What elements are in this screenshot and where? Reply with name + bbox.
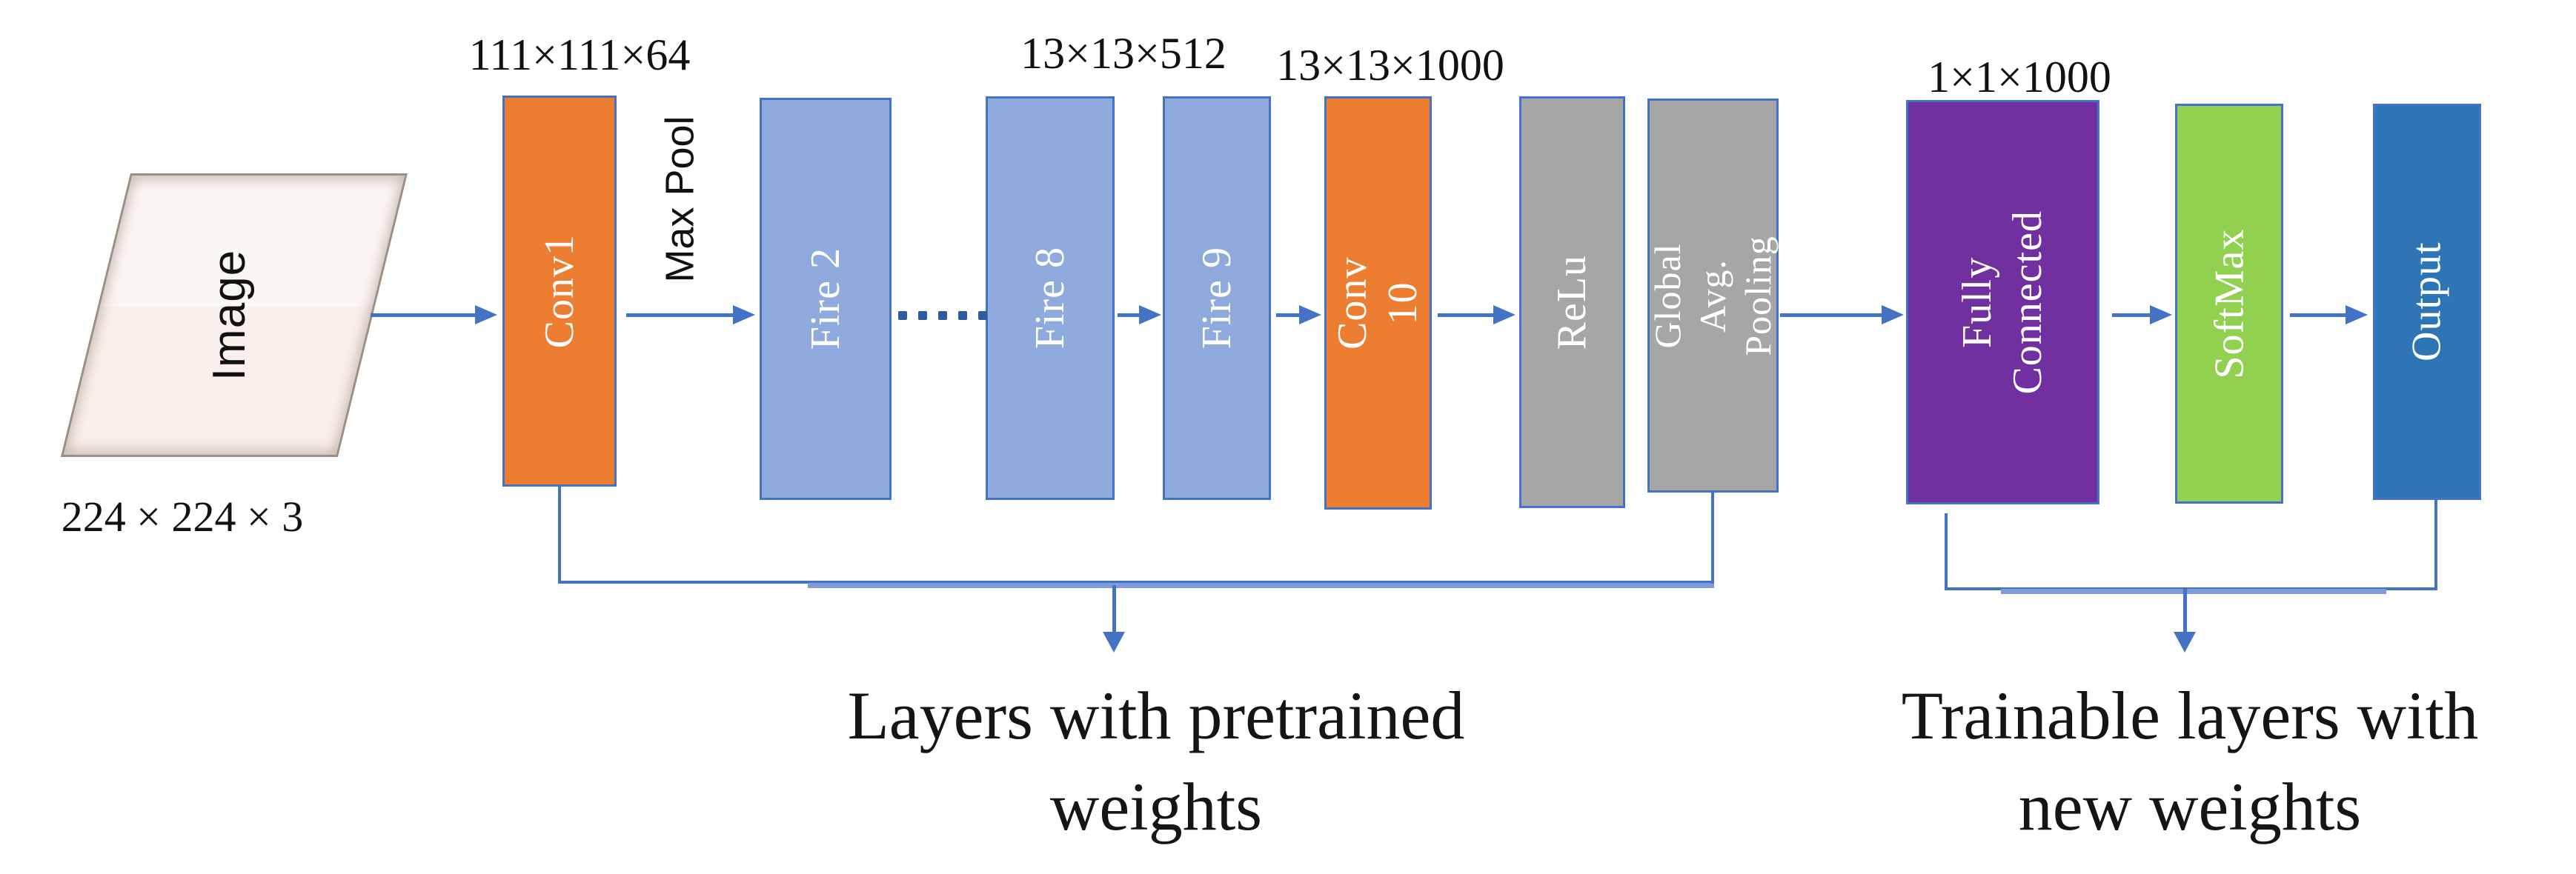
down-arrow-icon [2174,632,2196,653]
block-fire2: Fire 2 [760,98,892,500]
arrow-fire8-to-fire9 [1118,305,1161,324]
block-fully-connected-label: Fully Connected [1954,210,2051,395]
bracket-pretrained-horizontal-line-thick [808,583,1714,588]
dim-label-fully-connected: 1×1×1000 [1928,53,2111,101]
arrow-image-to-conv1 [371,305,497,324]
block-fire9-label: Fire 9 [1193,247,1240,350]
block-fire8-label: Fire 8 [1026,247,1073,350]
ellipsis-dot [958,311,967,320]
bracket-trainable-down-line [2183,587,2187,632]
arrow-conv1-to-fire2 [626,305,755,324]
block-conv10-label: Conv 10 [1330,256,1427,350]
input-image-label-wrap: Image [104,189,356,441]
dim-label-fire9: 13×13×512 [1020,29,1226,78]
block-output-label: Output [2403,241,2450,362]
ellipsis-dot [978,311,987,320]
bracket-trainable-right-line [2434,500,2437,590]
arrow-gap-to-fc [1780,305,1904,324]
block-relu: ReLu [1519,96,1625,508]
max-pool-label: Max Pool [658,116,703,283]
input-dims-label: 224 × 224 × 3 [61,493,304,541]
block-fire8: Fire 8 [986,96,1115,500]
block-softmax: SoftMax [2175,104,2283,504]
block-fire9: Fire 9 [1163,96,1271,500]
block-global-avg-pooling-label: Global Avg. Pooling [1647,235,1779,356]
block-relu-label: ReLu [1549,254,1596,350]
dim-label-conv10: 13×13×1000 [1276,41,1504,90]
arrow-conv10-to-relu [1438,305,1516,324]
ellipsis-dot [918,311,927,320]
down-arrow-icon [1103,632,1125,653]
block-conv1: Conv1 [502,96,617,487]
bracket-trainable-left-line [1945,513,1948,590]
bracket-pretrained-left-line [558,487,561,584]
arrow-softmax-to-output [2290,305,2368,324]
max-pool-label-wrap: Max Pool [639,100,722,298]
dim-label-conv1: 111×111×64 [468,30,691,79]
arrow-fire9-to-conv10 [1276,305,1321,324]
ellipsis-dot [938,311,947,320]
arrow-fc-to-softmax [2112,305,2172,324]
block-softmax-label: SoftMax [2205,228,2252,379]
block-conv10: Conv 10 [1324,96,1432,510]
block-global-avg-pooling: Global Avg. Pooling [1647,99,1779,493]
bracket-pretrained-horizontal-line [558,581,1714,584]
caption-pretrained: Layers with pretrained weights [847,678,1465,845]
bracket-trainable-horizontal-line-thick [2001,589,2386,594]
block-fire2-label: Fire 2 [802,247,849,350]
block-output: Output [2373,104,2481,500]
block-fully-connected: Fully Connected [1906,100,2099,504]
caption-trainable: Trainable layers with new weights [1901,678,2479,845]
block-conv1-label: Conv1 [536,233,582,349]
bracket-pretrained-right-line [1711,493,1714,584]
ellipsis-dot [898,311,907,320]
input-image-label: Image [204,249,256,381]
bracket-pretrained-down-line [1112,585,1116,632]
